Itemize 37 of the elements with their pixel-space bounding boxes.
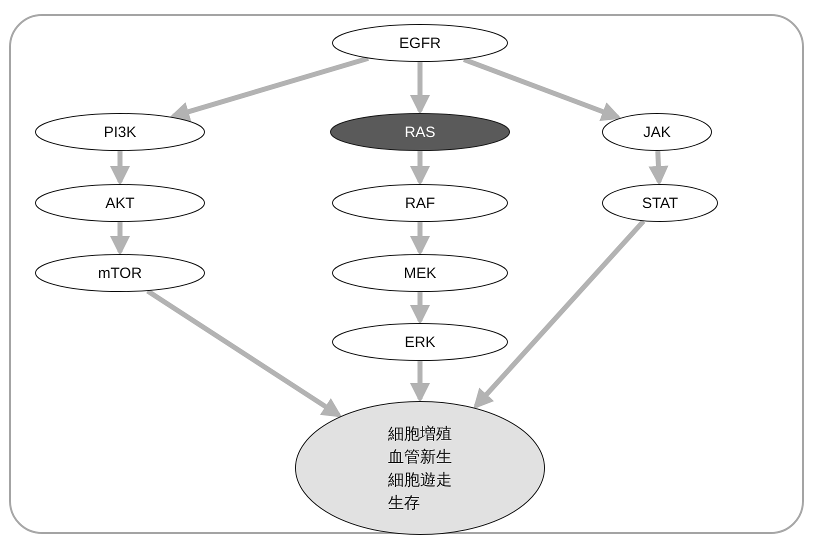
protein-oval	[602, 184, 718, 222]
protein-oval	[295, 401, 545, 535]
protein-label: JAK	[643, 124, 671, 140]
protein-label: RAF	[405, 196, 435, 210]
arrow	[463, 57, 622, 122]
arrow	[169, 56, 369, 122]
protein-oval	[330, 113, 510, 151]
arrow	[410, 292, 430, 325]
arrow	[110, 151, 130, 186]
protein-label: mTOR	[98, 266, 142, 280]
arrow	[110, 222, 130, 256]
protein-label: AKT	[105, 196, 135, 210]
outcome-label: 生存	[388, 492, 420, 514]
outcome-label: 細胞増殖	[388, 423, 452, 445]
arrow	[473, 220, 646, 410]
protein-oval	[35, 254, 205, 292]
arrow	[648, 150, 668, 186]
protein-oval	[35, 113, 205, 151]
protein-label: RAS	[404, 124, 436, 140]
outcome-label: 細胞遊走	[388, 469, 452, 491]
arrow	[410, 151, 430, 186]
protein-label: PI3K	[104, 124, 136, 140]
protein-oval	[332, 24, 508, 62]
arrow	[410, 361, 430, 403]
protein-oval	[332, 184, 508, 222]
protein-label: MEK	[404, 266, 436, 280]
protein-oval	[602, 113, 712, 151]
protein-oval	[332, 323, 508, 361]
protein-oval	[332, 254, 508, 292]
protein-label: ERK	[404, 334, 436, 350]
protein-label: STAT	[642, 196, 678, 210]
outcome-label: 血管新生	[388, 446, 452, 468]
arrow	[410, 62, 430, 115]
arrow	[410, 222, 430, 256]
arrow	[146, 288, 342, 418]
protein-oval	[35, 184, 205, 222]
protein-label: EGFR	[399, 36, 441, 50]
